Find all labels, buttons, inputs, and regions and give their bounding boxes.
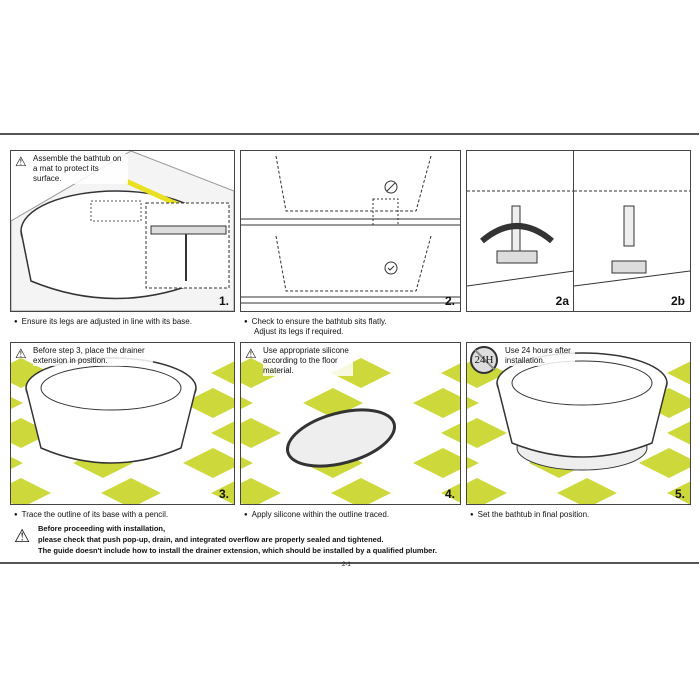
floor-tile (211, 481, 234, 504)
step-2-number: 2. (444, 294, 455, 308)
step-4-panel: ⚠ Use appropriate silicone according to … (240, 342, 461, 505)
floor-tile (667, 481, 690, 504)
floor-tile (241, 418, 281, 448)
step-5-panel: 24H Use 24 hours after installation. 5. (466, 342, 691, 505)
floor-tile (11, 418, 51, 448)
installation-warning: Before proceeding with installation, ple… (38, 523, 437, 556)
step-5-number: 5. (674, 487, 685, 501)
floor-tile (413, 448, 460, 478)
step-2a-panel: 2a (466, 150, 575, 312)
warning-icon: ⚠ (245, 346, 257, 361)
floor-tile (183, 388, 234, 418)
floor-tile (441, 363, 460, 383)
step-1-caption: Ensure its legs are adjusted in line wit… (14, 317, 192, 327)
bathtub-illustration (25, 357, 197, 464)
bathtub-final-position-illustration (496, 352, 668, 471)
floor-tile (467, 397, 479, 409)
warning-line: Before proceeding with installation, (38, 524, 166, 533)
floor-tile (667, 361, 690, 385)
step-4-number: 4. (444, 487, 455, 501)
floor-tile (241, 358, 281, 388)
warning-icon: ⚠ (14, 526, 31, 546)
floor-tile (467, 478, 507, 504)
caption-line: Adjust its legs if required. (254, 327, 344, 336)
step-3-caption: Trace the outline of its base with a pen… (14, 510, 168, 520)
floor-tile (211, 421, 234, 445)
floor-tile (241, 457, 253, 469)
floor-tile (11, 397, 23, 409)
floor-tile (211, 361, 234, 385)
step-3-panel: ⚠ Before step 3, place the drainer exten… (10, 342, 235, 505)
floor-tile (11, 457, 23, 469)
step-3-note: Before step 3, place the drainer extensi… (33, 346, 153, 366)
floor-tile (241, 397, 253, 409)
page-number: 2-1 (342, 562, 351, 568)
floor-tile (11, 478, 51, 504)
warning-line: please check that push pop-up, drain, an… (38, 535, 384, 544)
floor-tile (331, 478, 391, 504)
step-2b-panel: 2b (573, 150, 691, 312)
step-3-number: 3. (218, 487, 229, 501)
warning-icon: ⚠ (15, 346, 27, 361)
step-4-caption: Apply silicone within the outline traced… (244, 510, 389, 520)
floor-tile (441, 423, 460, 443)
floor-tile (241, 478, 281, 504)
warning-line: The guide doesn't include how to install… (38, 546, 437, 555)
floor-tile (639, 388, 690, 418)
step-1-panel: ⚠ Assemble the bathtub on a mat to prote… (10, 150, 235, 312)
leg-lowered-illustration (574, 190, 690, 287)
leg-adjust-illustration (467, 190, 574, 287)
no-use-24h-icon: 24H (470, 346, 498, 374)
silicone-outline-illustration (285, 408, 397, 468)
step-2-caption: Check to ensure the bathtub sits flatly.… (244, 317, 387, 337)
bathtub-on-mat-illustration (11, 151, 234, 311)
caption-line: Check to ensure the bathtub sits flatly. (251, 317, 387, 326)
floor-tile (467, 418, 507, 448)
step-2a-number: 2a (555, 294, 569, 308)
floor-tile (557, 478, 617, 504)
24h-badge: 24H (474, 354, 494, 366)
step-2b-number: 2b (670, 294, 685, 308)
bathtub-level-check-illustration (241, 155, 460, 304)
step-5-caption: Set the bathtub in final position. (470, 510, 590, 520)
warning-icon: ⚠ (15, 154, 27, 169)
page-frame (0, 133, 699, 564)
step-2-panel: 2. (240, 150, 461, 312)
step-5-note: Use 24 hours after installation. (505, 346, 575, 366)
floor-tile (413, 388, 460, 418)
floor-tile (441, 483, 460, 503)
floor-tile (183, 448, 234, 478)
step-4-note: Use appropriate silicone according to th… (263, 346, 353, 376)
step-1-note: Assemble the bathtub on a mat to protect… (33, 154, 128, 184)
floor-tile (101, 478, 161, 504)
floor-tile (639, 448, 690, 478)
floor-tile (11, 358, 51, 388)
step-1-number: 1. (218, 294, 229, 308)
floor-tile (667, 421, 690, 445)
floor-tile (467, 457, 479, 469)
